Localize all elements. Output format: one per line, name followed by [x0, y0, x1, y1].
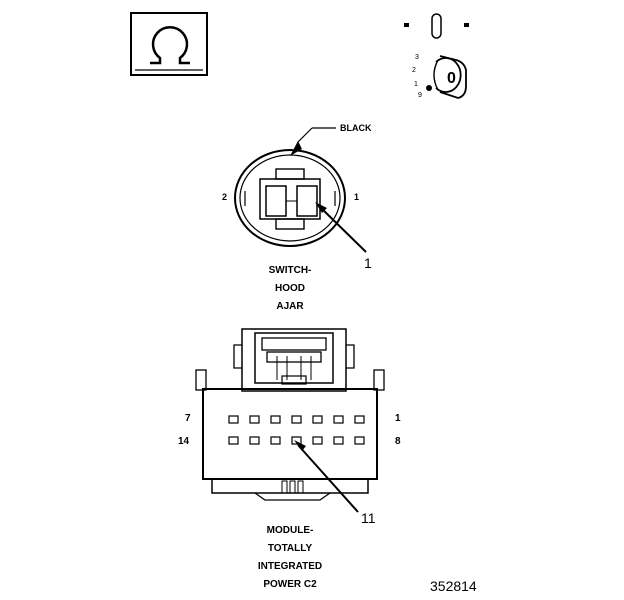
omega-symbol-icon — [130, 12, 208, 76]
module-row2-right-pin-label: 8 — [395, 436, 401, 447]
terminal-cavity — [354, 415, 365, 424]
terminal-cavity — [228, 415, 239, 424]
switch-connector — [234, 127, 367, 253]
switch-pin-1-label: 1 — [354, 192, 360, 202]
ignition-key-icon — [404, 13, 469, 99]
switch-caption-line-1: SWITCH- — [268, 265, 312, 276]
switch-pin-2-label: 2 — [222, 192, 228, 202]
terminal-cavity — [291, 436, 302, 445]
terminal-cavity — [312, 436, 323, 445]
terminal-cavity — [270, 436, 281, 445]
terminal-cavity — [249, 415, 260, 424]
ignition-position-2: 2 — [412, 67, 416, 74]
module-caption-line-4: POWER C2 — [263, 579, 317, 590]
wire-color-label: BLACK — [340, 123, 372, 133]
module-caption-line-3: INTEGRATED — [257, 561, 323, 572]
switch-caption-line-3: AJAR — [276, 301, 304, 312]
terminal-cavity — [291, 415, 302, 424]
module-row2-left-pin-label: 14 — [178, 436, 190, 447]
module-row1-left-pin-label: 7 — [185, 413, 191, 424]
module-caption: MODULE- TOTALLY INTEGRATED POWER C2 — [230, 522, 350, 594]
module-caption-line-2: TOTALLY — [267, 543, 313, 554]
ignition-position-9: 9 — [418, 92, 422, 99]
switch-caption-line-2: HOOD — [275, 283, 305, 294]
figure-number: 352814 — [430, 578, 477, 594]
switch-caption: SWITCH- HOOD AJAR — [250, 262, 330, 316]
module-row1-right-pin-label: 1 — [395, 413, 401, 424]
ignition-key-label: 0 — [447, 70, 456, 87]
terminal-cavity — [270, 415, 281, 424]
terminal-cavity — [333, 436, 344, 445]
ignition-position-1: 1 — [414, 81, 418, 88]
ignition-position-3: 3 — [415, 54, 419, 61]
module-connector — [195, 328, 385, 513]
terminal-cavity — [312, 415, 323, 424]
switch-callout-number: 1 — [364, 255, 372, 271]
module-callout-number: 11 — [361, 510, 376, 526]
terminal-cavity — [228, 436, 239, 445]
module-caption-line-1: MODULE- — [266, 525, 314, 536]
terminal-cavity — [333, 415, 344, 424]
terminal-cavity — [354, 436, 365, 445]
terminal-cavity — [249, 436, 260, 445]
